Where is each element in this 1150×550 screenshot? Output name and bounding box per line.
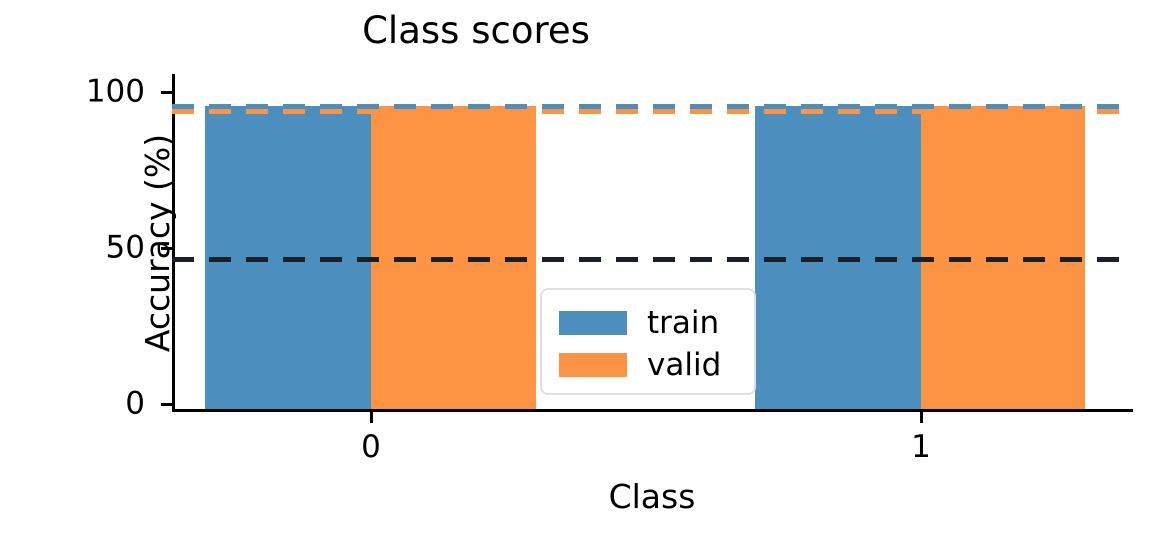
y-axis-spine (172, 74, 175, 412)
x-tick-mark-0 (370, 412, 373, 423)
y-tick-mark-0: 0 (125, 388, 172, 419)
x-tick-label-0: 0 (361, 429, 381, 465)
x-tick-mark-1 (920, 412, 923, 423)
reference-line-valid-100 (172, 109, 1133, 115)
chart-title: Class scores (362, 9, 590, 52)
chart-legend[interactable]: train valid (540, 288, 756, 395)
y-tick-label-100: 100 (85, 73, 145, 110)
x-axis-label: Class (608, 477, 696, 516)
x-axis-spine (172, 409, 1133, 412)
legend-entry-train[interactable]: train (542, 302, 754, 344)
legend-swatch-valid-icon (559, 353, 627, 377)
y-tick-label-0: 0 (125, 385, 145, 422)
y-tick-mark-50: 50 (106, 232, 172, 263)
y-axis-label: Accuracy (%) (138, 133, 177, 353)
legend-entry-valid[interactable]: valid (542, 344, 754, 386)
reference-line-train-100 (172, 104, 1133, 110)
reference-line-baseline-50 (172, 256, 1133, 262)
y-tick-mark-100: 100 (86, 76, 172, 107)
legend-label-valid: valid (647, 346, 722, 383)
x-tick-label-1: 1 (911, 429, 931, 465)
plot-area: 100 50 0 0 1 Accuracy (%) Class train va… (86, 74, 1133, 516)
y-tick-label-50: 50 (105, 229, 145, 266)
legend-swatch-train-icon (559, 311, 627, 335)
legend-label-train: train (647, 304, 720, 341)
